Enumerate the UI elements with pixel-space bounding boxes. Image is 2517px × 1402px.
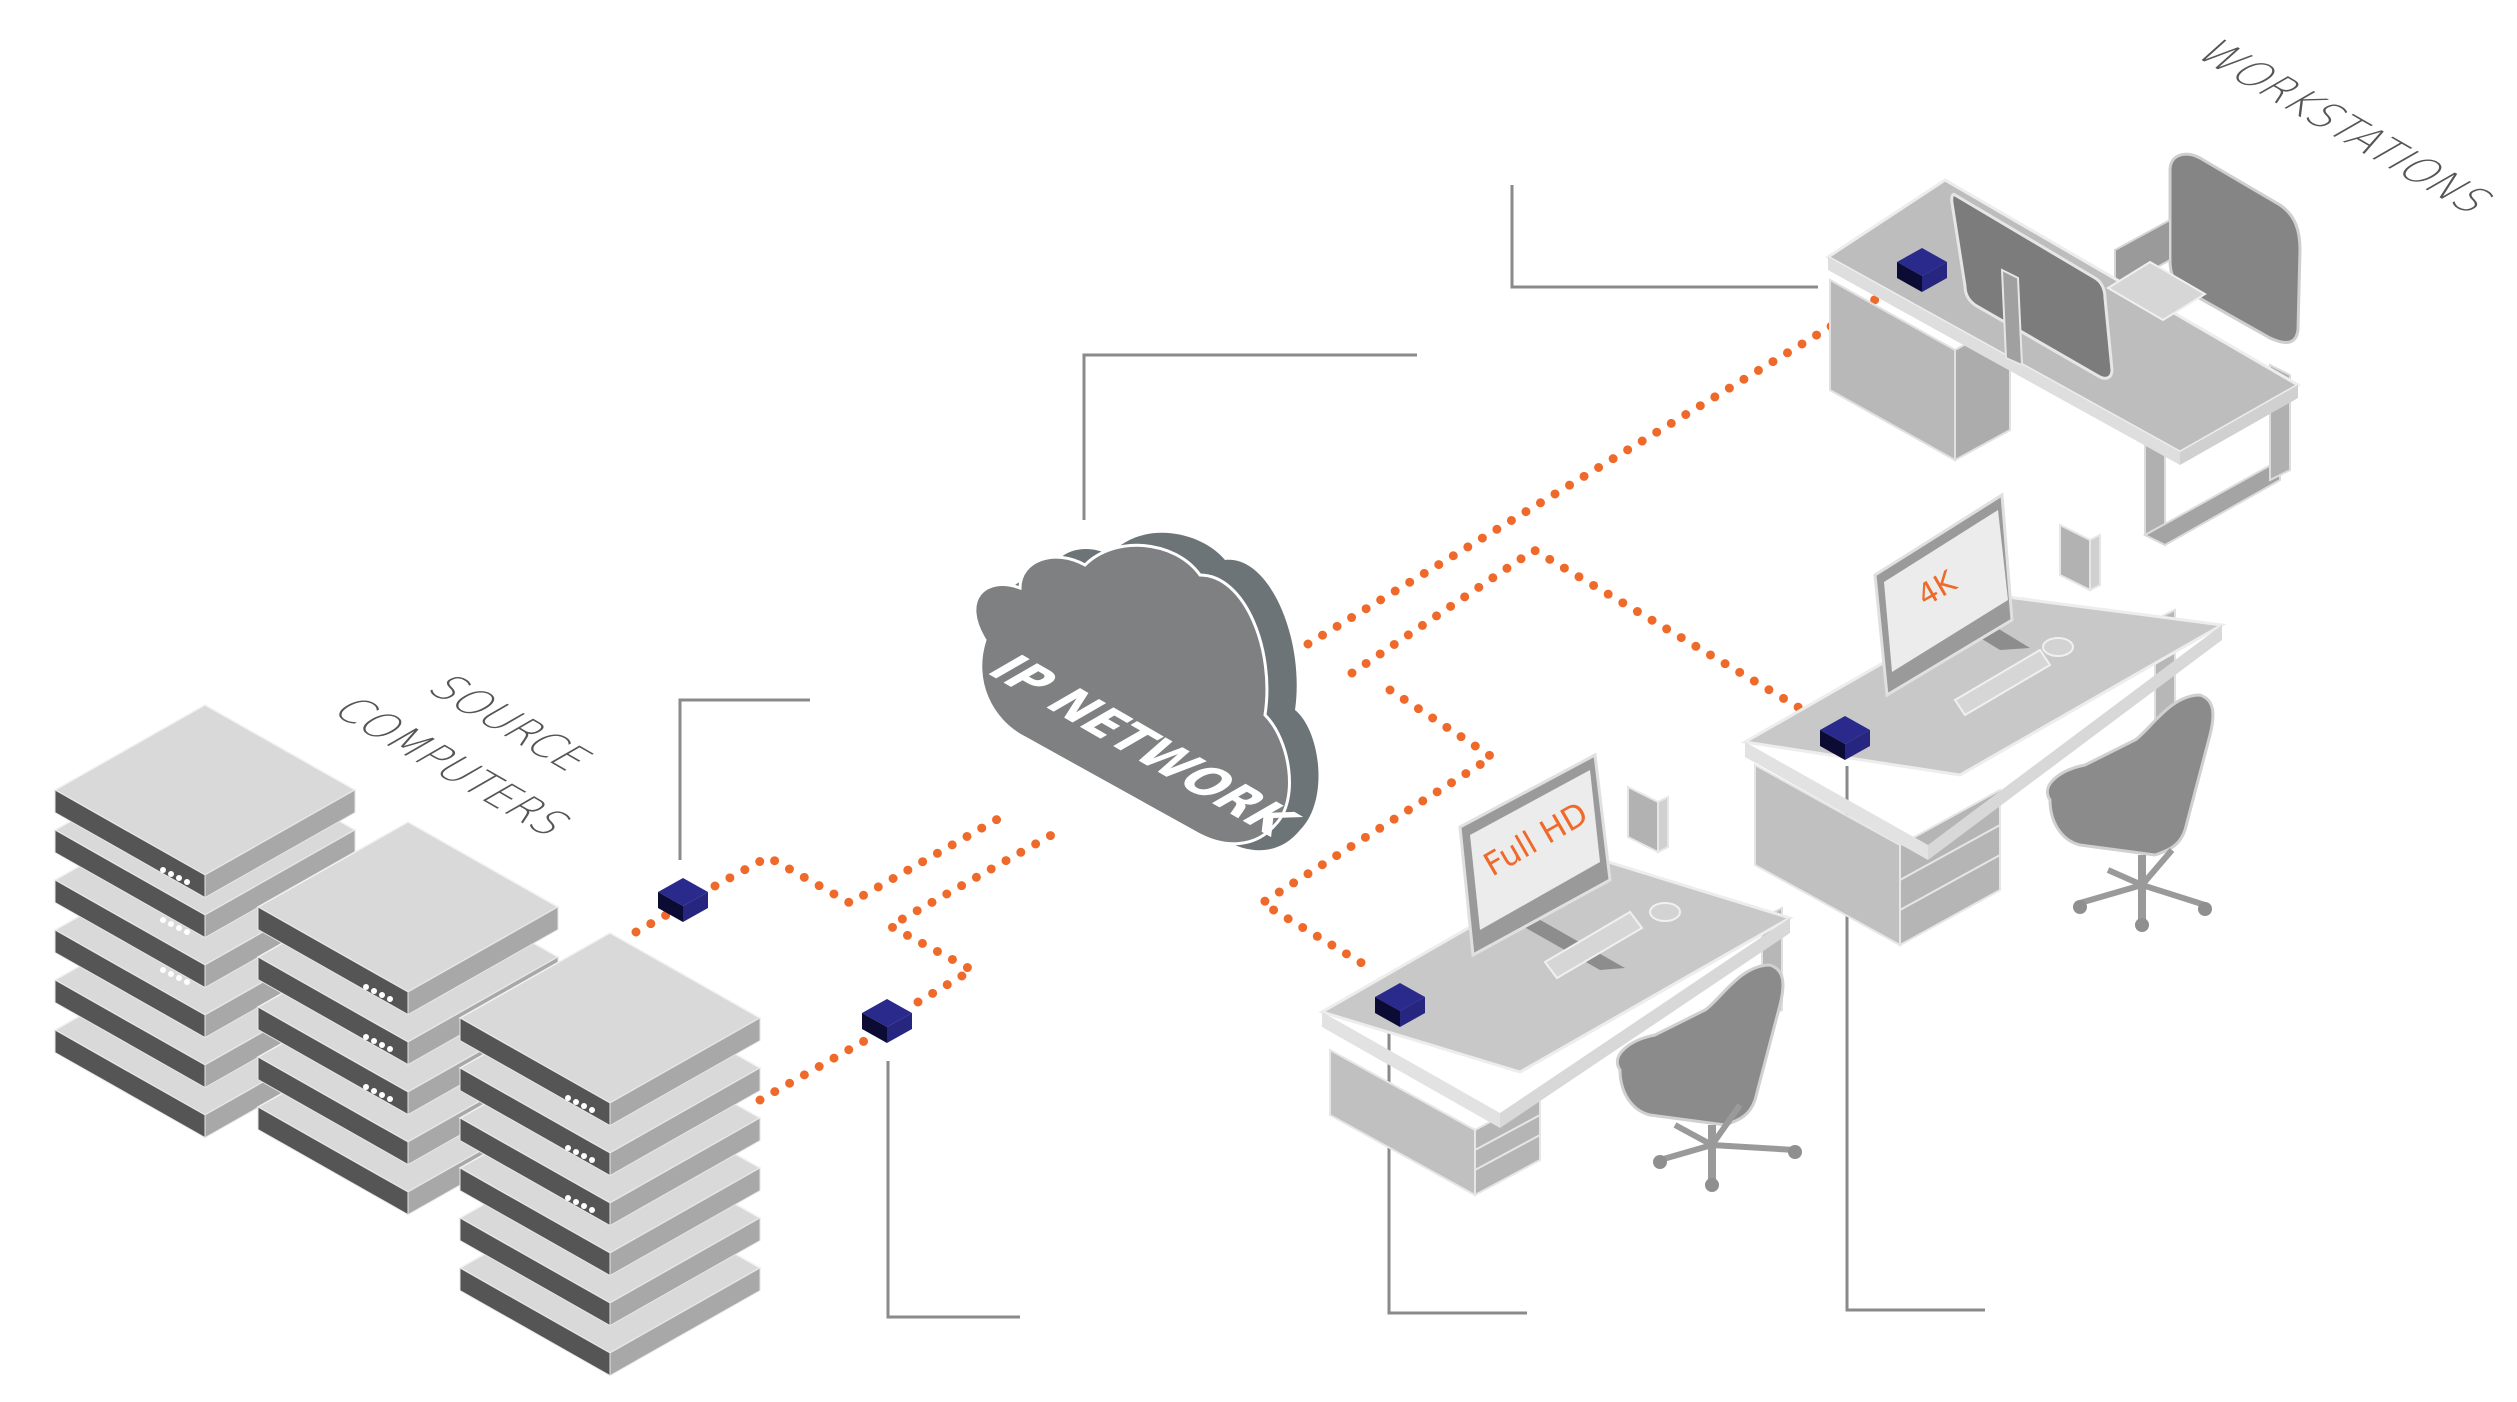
callout-transmitter-top bbox=[678, 698, 810, 860]
cloud-icon bbox=[973, 532, 1319, 851]
connection-cloud-receiver-fullhd bbox=[1253, 685, 1501, 970]
kvm-transmitter-icon bbox=[862, 999, 912, 1043]
network-connections bbox=[631, 277, 1909, 1105]
server-stack-2 bbox=[257, 821, 559, 1216]
connection-cloud-receiver-top bbox=[1303, 277, 1909, 649]
workstation-4k: 4K bbox=[1740, 492, 2227, 947]
callout-receiver-4k bbox=[1845, 766, 1985, 1312]
server-stack-1 bbox=[54, 704, 356, 1139]
callout-receiver-top bbox=[1510, 185, 1818, 289]
monitor-icon: 4K bbox=[1873, 492, 2030, 698]
mouse-icon bbox=[1649, 902, 1681, 922]
kvm-transmitter-2 bbox=[862, 999, 912, 1043]
connection-server-transmitter-1 bbox=[631, 909, 673, 937]
books-icon bbox=[2059, 523, 2101, 592]
office-chair-icon bbox=[2046, 693, 2215, 932]
connection-server-transmitter-2 bbox=[755, 1035, 871, 1105]
monitor-icon: Full HD bbox=[1458, 752, 1625, 970]
ip-network-cloud: IP NETWORK bbox=[973, 532, 1319, 851]
keyboard-icon bbox=[1543, 910, 1644, 980]
monitor-icon bbox=[1950, 192, 2114, 380]
callout-network bbox=[1082, 353, 1417, 520]
keyboard-icon bbox=[2106, 260, 2207, 322]
connection-transmitter-2-cloud bbox=[880, 828, 1060, 1007]
office-chair-icon bbox=[1616, 963, 1802, 1192]
server-stack-3 bbox=[459, 932, 761, 1377]
source-computers-label: SOURCE COMPUTERS bbox=[320, 669, 604, 843]
callout-transmitter-bottom bbox=[886, 1061, 1020, 1319]
workstation-fullhd: Full HD bbox=[1318, 752, 1802, 1197]
connection-transmitter-1-cloud bbox=[710, 807, 1015, 909]
mouse-icon bbox=[2042, 637, 2074, 657]
connection-cloud-receiver-4k bbox=[1347, 544, 1813, 718]
workstation-top bbox=[1825, 152, 2302, 547]
source-computers bbox=[54, 704, 761, 1377]
keyboard-icon bbox=[1953, 648, 2052, 717]
books-icon bbox=[1627, 785, 1669, 854]
